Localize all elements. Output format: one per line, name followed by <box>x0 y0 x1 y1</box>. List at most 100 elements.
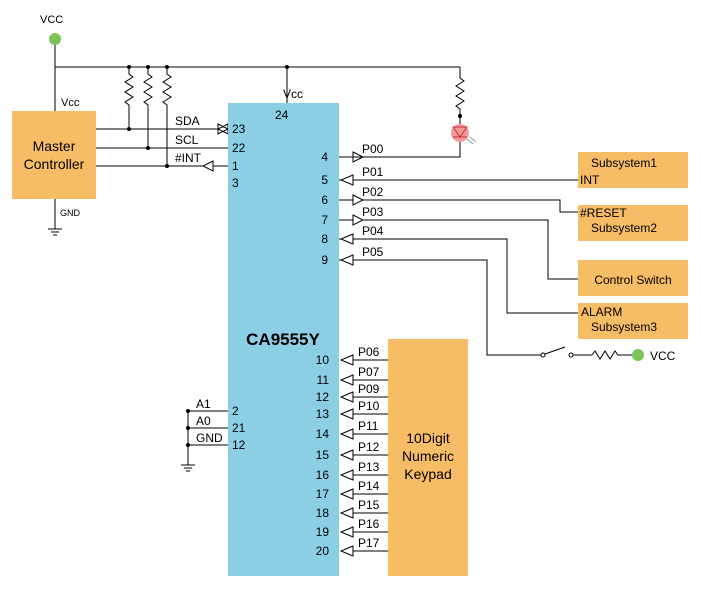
port-pin-number: 9 <box>321 253 328 267</box>
subsystem3-signal: ALARM <box>581 305 622 319</box>
led-resistor <box>455 67 465 116</box>
input-arrow <box>339 449 354 461</box>
master-label-line1: Master <box>33 138 76 154</box>
keypad-line1: 10Digit <box>406 430 450 446</box>
keypad-port-label: P10 <box>358 399 380 413</box>
ground-icon <box>48 228 62 236</box>
address-pin-number: 21 <box>232 421 246 435</box>
keypad-pin-number: 19 <box>316 525 330 539</box>
port-pin-number: 4 <box>321 150 328 164</box>
address-label: A0 <box>196 414 211 428</box>
pullup-resistor-int <box>162 67 172 166</box>
keypad-pin-number: 18 <box>316 506 330 520</box>
control-switch-name: Control Switch <box>594 273 671 287</box>
int-arrow <box>201 160 214 172</box>
junction-dot <box>165 164 169 168</box>
wire-p04 <box>353 238 578 314</box>
keypad-port-label: P12 <box>358 440 380 454</box>
keypad-pin-number: 17 <box>316 487 330 501</box>
address-pin-number: 12 <box>232 438 246 452</box>
junction-dot <box>186 426 190 430</box>
chip-vcc-label: Vcc <box>283 87 303 101</box>
input-arrow <box>339 233 354 245</box>
keypad-block <box>388 339 468 576</box>
keypad-pin-number: 10 <box>316 353 330 367</box>
ground-icon <box>181 464 195 472</box>
subsystem2-signal: #RESET <box>580 206 627 220</box>
keypad-port-label: P09 <box>358 382 380 396</box>
keypad-pin-number: 13 <box>316 407 330 421</box>
led-icon <box>451 124 477 145</box>
switch-icon <box>540 346 574 358</box>
keypad-port-label: P06 <box>358 345 380 359</box>
address-label: GND <box>196 431 223 445</box>
port-pin-number: 8 <box>321 232 328 246</box>
sda-bidir-arrow <box>216 123 230 135</box>
output-arrow <box>352 214 365 226</box>
control-switch-block <box>578 260 688 296</box>
port-label: P04 <box>362 224 384 238</box>
keypad-pin-number: 14 <box>316 427 330 441</box>
junction-dot <box>146 65 150 69</box>
input-arrow <box>339 526 354 538</box>
input-arrow <box>339 408 354 420</box>
vcc-switch-dot <box>632 349 644 361</box>
input-arrow <box>339 354 354 366</box>
subsystem3-block <box>578 303 688 339</box>
pullup-resistor-scl <box>143 67 153 148</box>
input-arrow <box>339 391 354 403</box>
vcc-top-label: VCC <box>40 14 63 26</box>
bus-label: SCL <box>175 133 199 147</box>
port-pin-number: 5 <box>321 173 328 187</box>
port-label: P02 <box>362 185 384 199</box>
keypad-pin-number: 20 <box>316 544 330 558</box>
keypad-port-label: P11 <box>358 419 379 433</box>
subsystem1-name: Subsystem1 <box>591 156 657 170</box>
chip-name: CA9555Y <box>246 330 320 349</box>
chip-body <box>228 103 339 576</box>
input-arrow <box>339 507 354 519</box>
junction-dot <box>165 65 169 69</box>
keypad-port-label: P17 <box>358 536 380 550</box>
master-controller-block <box>12 111 96 199</box>
keypad-line3: Keypad <box>404 466 451 482</box>
vcc-top-dot <box>49 33 61 45</box>
bus-pin-number: 22 <box>232 141 246 155</box>
led-wire <box>344 116 461 158</box>
port-label: P05 <box>362 245 384 259</box>
address-pin-number: 2 <box>232 404 239 418</box>
junction-dot <box>127 65 131 69</box>
keypad-pin-number: 12 <box>316 390 330 404</box>
keypad-port-label: P15 <box>358 498 380 512</box>
output-arrow <box>352 151 365 163</box>
keypad-pin-number: 15 <box>316 448 330 462</box>
bus-pin-number: 1 <box>232 159 239 173</box>
wire-p05 <box>353 259 541 356</box>
address-label: A1 <box>196 397 211 411</box>
wire-p02 <box>363 199 578 213</box>
subsystem3-name: Subsystem3 <box>591 320 657 334</box>
keypad-pin-number: 16 <box>316 468 330 482</box>
input-arrow <box>339 174 354 186</box>
bus-label: SDA <box>175 114 200 128</box>
input-arrow <box>339 545 354 557</box>
input-arrow <box>339 254 354 266</box>
subsystem1-signal: INT <box>580 173 600 187</box>
port-label: P00 <box>362 142 384 156</box>
chip-pin-vcc: 24 <box>275 108 289 122</box>
port-pin-number: 6 <box>321 193 328 207</box>
input-arrow <box>339 428 354 440</box>
vcc-switch-label: VCC <box>650 349 676 363</box>
keypad-pin-number: 11 <box>317 373 330 387</box>
output-arrow <box>352 194 365 206</box>
junction-dot <box>127 127 131 131</box>
input-arrow <box>339 374 354 386</box>
port-pin-number: 7 <box>321 213 328 227</box>
keypad-line2: Numeric <box>402 448 454 464</box>
bus-pin-number: 3 <box>232 176 239 190</box>
master-gnd-label: GND <box>60 208 81 218</box>
keypad-port-label: P07 <box>358 365 380 379</box>
subsystem1-block <box>578 152 688 188</box>
switch-resistor <box>591 350 632 360</box>
